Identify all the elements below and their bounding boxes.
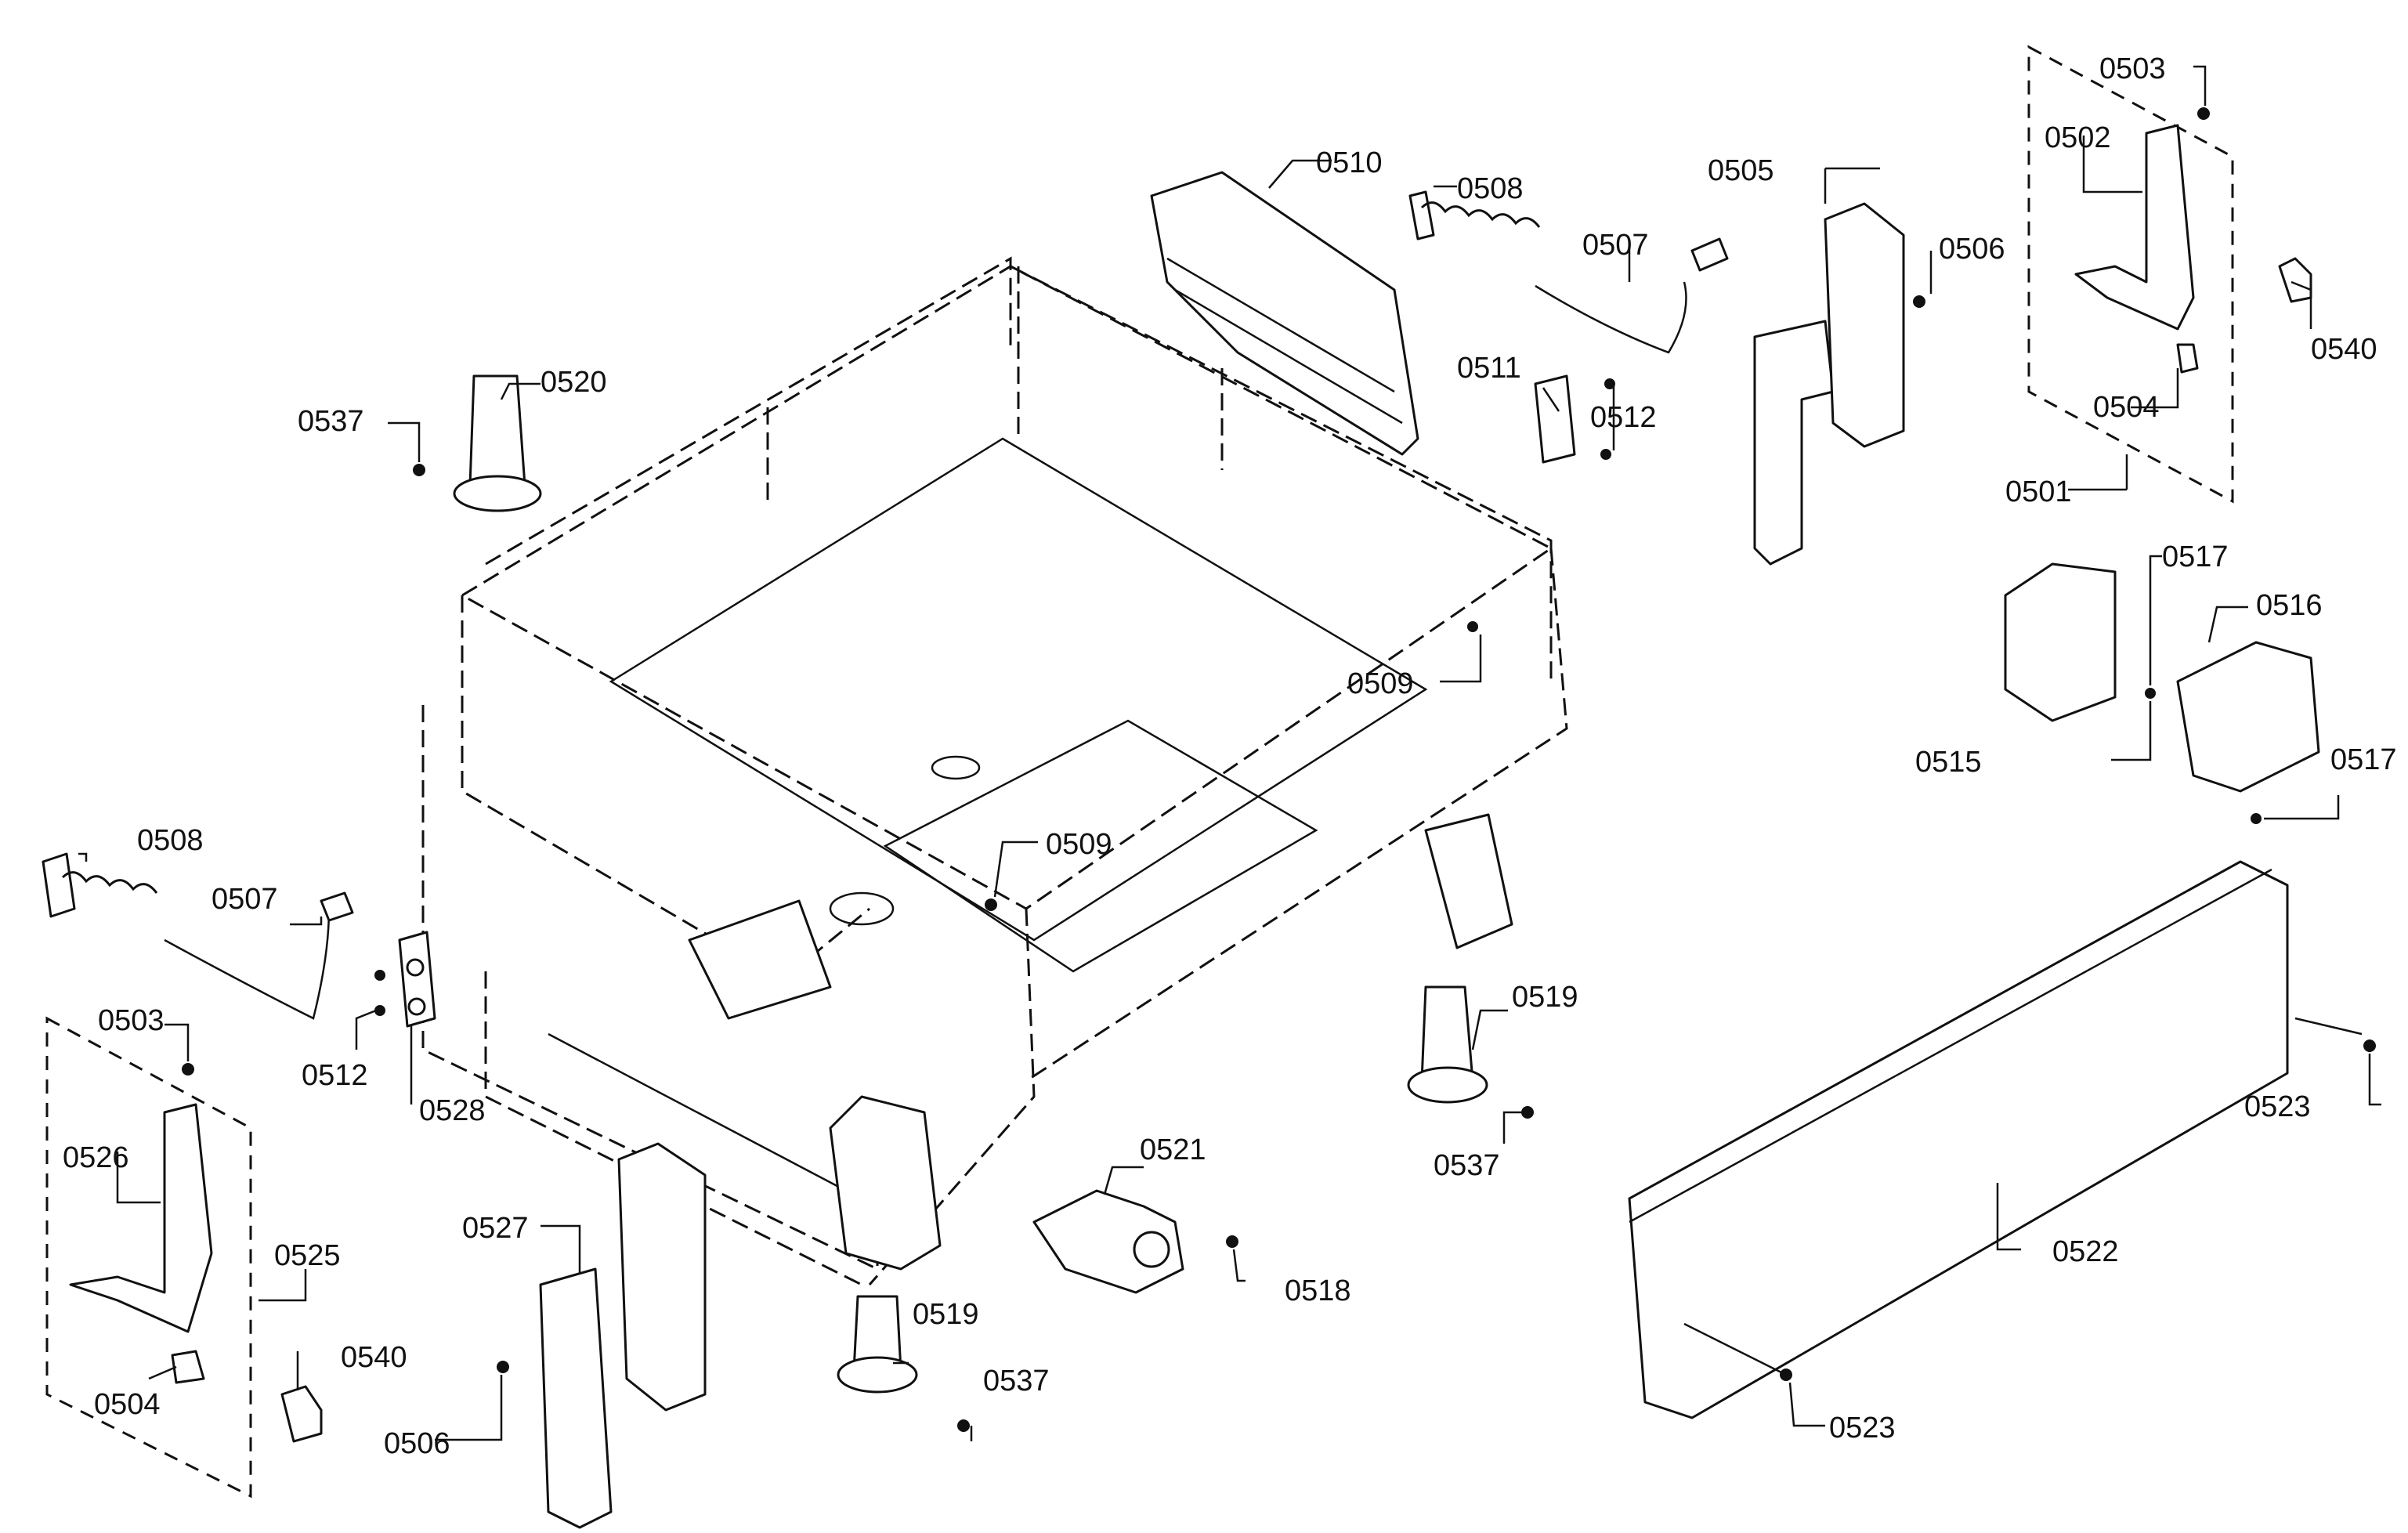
part-0507-cable-top [1535,237,1729,354]
part-0522-toe-kick [1628,860,2289,1419]
callout-0517: 0517 [2330,743,2397,776]
callout-0512: 0512 [1590,401,1657,434]
callout-0523: 0523 [2244,1090,2311,1123]
leader-lines [78,65,2381,1441]
callout-0521: 0521 [1140,1133,1206,1166]
callout-0523: 0523 [1829,1412,1896,1444]
tub-frame [421,256,1568,1286]
part-0519-leg-bottom [837,1295,918,1394]
callout-0540: 0540 [341,1341,407,1374]
callout-0505: 0505 [1708,154,1774,187]
callout-0503: 0503 [98,1004,165,1037]
callout-0522: 0522 [2052,1235,2119,1268]
callout-0508: 0508 [1457,172,1524,205]
callout-0540: 0540 [2311,333,2377,366]
part-0525-hinge-group [45,1016,252,1499]
callout-0510: 0510 [1316,146,1383,179]
part-0505-hinge-arm [1753,202,1905,566]
part-0501-hinge-group [2027,45,2234,504]
callout-0519: 0519 [1512,981,1578,1014]
part-0516-cover [2176,641,2320,793]
part-0540-clip-left [280,1385,323,1443]
part-0519-leg-right [1407,985,1488,1104]
callout-0503: 0503 [2099,52,2166,85]
callout-0506: 0506 [384,1427,450,1460]
callout-0508: 0508 [137,824,204,857]
callout-labels: 0503 0502 0540 0504 0501 0505 0506 0510 … [63,52,2397,1460]
callout-0504: 0504 [94,1388,161,1421]
callout-0501: 0501 [2005,475,2072,508]
callout-0516: 0516 [2256,589,2323,622]
part-0508-spring-top [1408,190,1541,240]
part-0511-bracket [1534,374,1576,464]
callout-0515: 0515 [1915,746,1982,779]
callout-0518: 0518 [1285,1274,1351,1307]
callout-0512: 0512 [302,1059,368,1092]
callout-0507: 0507 [212,883,278,916]
callout-0519: 0519 [913,1298,979,1331]
callout-0526: 0526 [63,1141,129,1174]
callout-0511: 0511 [1457,352,1521,385]
callout-0506: 0506 [1939,233,2005,266]
part-0540-clip-right [2278,257,2312,303]
callout-0502: 0502 [2045,121,2111,154]
part-0528-bracket [398,931,436,1028]
part-0515-bracket [2004,562,2117,722]
callout-0504: 0504 [2093,391,2160,424]
callout-0509: 0509 [1347,667,1414,700]
callout-0537: 0537 [298,405,364,438]
callout-0520: 0520 [541,366,607,399]
callout-0509: 0509 [1046,828,1112,861]
callout-0528: 0528 [419,1094,486,1127]
part-0520-leg [453,374,542,512]
part-0507-cable-left [164,891,354,1020]
part-0508-spring-left [42,852,158,918]
callout-0507: 0507 [1582,229,1649,262]
part-0510-dispenser [1150,171,1419,456]
part-0527-hinge-arm [539,1142,707,1529]
callout-0525: 0525 [274,1239,341,1272]
callout-0537: 0537 [1434,1149,1500,1182]
callout-0517: 0517 [2162,541,2229,573]
part-0521-inlet-valve [1032,1189,1184,1294]
callout-0527: 0527 [462,1212,529,1245]
callout-0537: 0537 [983,1365,1050,1397]
